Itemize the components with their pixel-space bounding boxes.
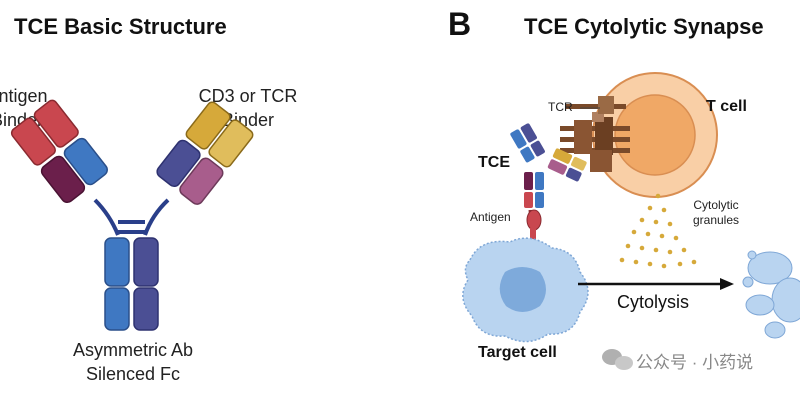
target-cell-illustration (462, 237, 589, 343)
cytolytic-granules-line2: granules (692, 213, 740, 227)
tcr-label: TCR (548, 100, 573, 114)
wechat-icon (602, 349, 633, 370)
antibody-label-line1: Asymmetric Ab (72, 340, 194, 360)
tce-antibody-illustration (10, 99, 254, 331)
antigen-label: Antigen (470, 210, 511, 224)
cd3-binder-label-line1: CD3 or TCR (198, 86, 298, 106)
target-cell-label: Target cell (478, 344, 557, 361)
cytolysis-arrow (578, 278, 734, 290)
antibody-label-line2: Silenced Fc (85, 364, 181, 384)
cytolytic-granules-line1: Cytolytic (693, 198, 739, 212)
panel-b-title: TCE Cytolytic Synapse (524, 14, 764, 39)
antigen-binder-label-line1: Antigen (0, 86, 48, 106)
panel-b-letter: B (448, 6, 472, 42)
tce-label: TCE (478, 154, 510, 171)
panel-a-title: TCE Basic Structure (14, 14, 227, 39)
t-cell-illustration (592, 72, 718, 198)
tcr-receptors (560, 96, 630, 172)
cytolytic-granules-dots (619, 193, 697, 269)
cytolysis-label: Cytolysis (617, 292, 690, 312)
lysed-cell-fragments (742, 250, 800, 339)
cytolytic-granules-label: Cytolytic granules (688, 198, 744, 228)
watermark-text: 公众号 · 小药说 (636, 353, 754, 372)
antibody-label: Asymmetric Ab Silenced Fc (58, 338, 208, 386)
t-cell-label: T cell (706, 98, 747, 115)
